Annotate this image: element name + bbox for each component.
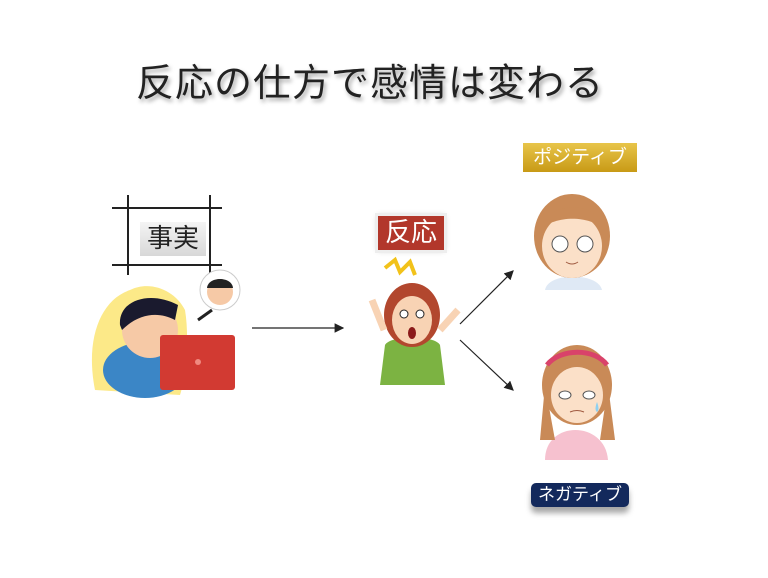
- angry-man-illustration: [91, 269, 241, 398]
- arrow-to-positive: [459, 270, 514, 325]
- negative-girl-illustration: [540, 345, 615, 460]
- surprised-woman-illustration: [368, 256, 461, 385]
- positive-label: ポジティブ: [523, 143, 637, 172]
- fact-frame: [112, 195, 222, 275]
- fact-label: 事実: [140, 222, 206, 256]
- positive-boy-illustration: [534, 194, 610, 290]
- reaction-label: 反応: [378, 216, 444, 250]
- slide-title: 反応の仕方で感情は変わる: [135, 61, 604, 105]
- negative-label: ネガティブ: [531, 483, 629, 507]
- arrow-to-negative: [459, 339, 514, 391]
